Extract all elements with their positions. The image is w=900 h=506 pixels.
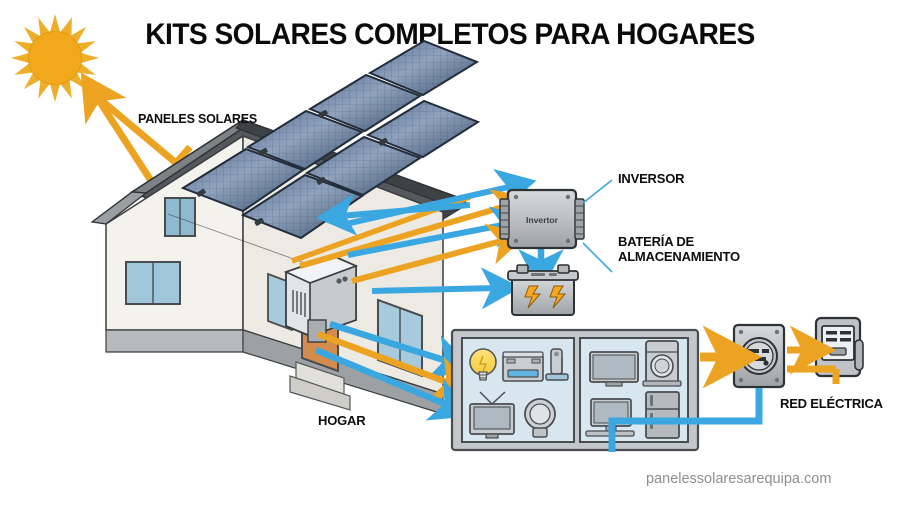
electric-meter	[732, 323, 786, 389]
refrigerator-icon	[645, 391, 680, 439]
house-electrical-box	[283, 255, 359, 343]
home-appliances	[450, 328, 700, 452]
label-leader-lines	[582, 179, 613, 273]
watermark: panelessolaresarequipa.com	[646, 471, 832, 487]
storage-battery	[507, 264, 579, 316]
room-right	[579, 337, 689, 443]
router-icon	[545, 348, 569, 381]
flow-arrows-grid	[608, 325, 840, 452]
inverter: Invertor	[499, 188, 585, 250]
label-bateria-almacenamiento: BATERÍA DE ALMACENAMIENTO	[618, 234, 740, 264]
flat-tv-icon	[589, 351, 639, 387]
sun-icon	[11, 14, 99, 102]
room-left	[461, 337, 575, 443]
label-red-electrica: RED ELÉCTRICA	[780, 396, 883, 411]
label-inversor: INVERSOR	[618, 171, 685, 186]
washing-machine-icon	[642, 340, 682, 387]
label-paneles-solares: PANELES SOLARES	[138, 112, 258, 126]
flow-arrows-to-appliances	[314, 320, 477, 421]
page-title: KITS SOLARES COMPLETOS PARA HOGARES	[145, 18, 755, 51]
fan-icon	[524, 398, 556, 438]
crt-tv-icon	[469, 391, 515, 439]
solar-panels	[180, 39, 481, 240]
flow-arrows-to-inverter	[299, 168, 564, 310]
microwave-icon	[502, 351, 544, 382]
inverter-label-text: Invertor	[526, 215, 559, 225]
light-bulb-icon	[469, 348, 497, 381]
label-hogar: HOGAR	[318, 413, 366, 428]
